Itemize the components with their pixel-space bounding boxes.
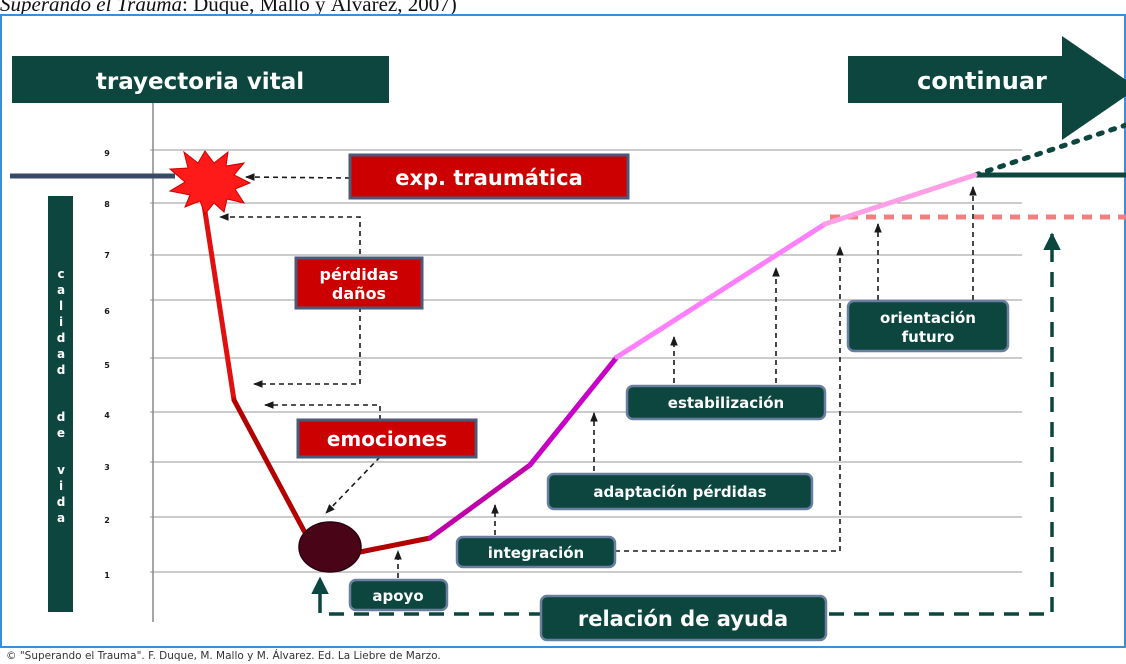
- curve-adaptation: [527, 354, 620, 468]
- trauma-box: [348, 153, 630, 200]
- arrow-losses-up: [219, 213, 361, 272]
- curve-trauma-drop: [199, 189, 237, 403]
- y-tick-4: 4: [104, 411, 110, 420]
- future-box: [846, 299, 1010, 353]
- curve-integration: [427, 462, 533, 541]
- y-axis-letter: i: [59, 315, 63, 329]
- emotions-label: emociones: [327, 427, 447, 451]
- adaptation-label: adaptación pérdidas: [593, 483, 766, 501]
- caption-title: Superando el Trauma: [0, 0, 183, 14]
- y-axis-letter: c: [57, 267, 64, 281]
- y-axis-letter: a: [57, 347, 65, 361]
- y-axis-letter: i: [59, 479, 63, 493]
- curve-support: [357, 535, 433, 555]
- life-curve: [199, 172, 978, 555]
- y-axis-letter: d: [57, 495, 66, 509]
- y-axis-letter: d: [57, 331, 66, 345]
- caption-authors: : Duque, Mallo y Álvarez, 2007): [182, 0, 457, 14]
- arrow-emotions-up: [264, 401, 381, 420]
- y-axis-letter: d: [57, 363, 66, 377]
- y-tick-3: 3: [104, 463, 110, 472]
- y-axis-label: c a l i d a d d e v i d a: [57, 267, 66, 525]
- diagram-frame: [0, 14, 1126, 648]
- curve-future: [822, 172, 978, 227]
- future-label-2: futuro: [902, 328, 955, 346]
- arrow-losses-down: [253, 307, 361, 388]
- curve-emotion-drop: [231, 397, 313, 545]
- header-left-box: [12, 56, 389, 103]
- help-box: [539, 594, 828, 642]
- y-axis-letter: l: [59, 299, 63, 313]
- y-tick-labels: 1 2 3 4 5 6 7 8 9: [104, 149, 110, 580]
- stabilization-box: [625, 384, 827, 421]
- integration-label: integración: [488, 544, 584, 562]
- arrow-trauma: [245, 173, 351, 181]
- arrow-emotions-down: [325, 456, 381, 514]
- y-axis-letter: d: [57, 410, 66, 424]
- y-axis-letter: a: [57, 283, 65, 297]
- y-tick-8: 8: [104, 200, 110, 209]
- y-axis-label-box: [48, 196, 73, 612]
- y-tick-1: 1: [104, 571, 110, 580]
- credit-line: © "Superando el Trauma". F. Duque, M. Ma…: [6, 650, 441, 662]
- future-dotted-line: [972, 122, 1126, 178]
- adaptation-box: [546, 472, 814, 511]
- trauma-starburst-icon: [168, 150, 252, 215]
- losses-label-1: pérdidas: [320, 265, 399, 284]
- losses-box: [294, 256, 424, 310]
- y-tick-6: 6: [104, 307, 110, 316]
- y-tick-5: 5: [104, 361, 110, 370]
- integration-box: [455, 535, 617, 569]
- y-axis-letter: a: [57, 511, 65, 525]
- header-left-label: trayectoria vital: [96, 69, 304, 95]
- caption-top: Superando el Trauma: Duque, Mallo y Álva…: [0, 0, 1126, 14]
- losses-label-2: daños: [332, 284, 386, 303]
- support-box: [348, 578, 449, 612]
- y-tick-7: 7: [104, 251, 110, 260]
- pointer-arrows: [219, 173, 977, 578]
- continue-arrow: [848, 36, 1126, 140]
- y-tick-9: 9: [104, 149, 110, 158]
- gridlines: [150, 149, 1022, 573]
- emotions-box: [296, 418, 478, 459]
- y-axis-letter: v: [57, 463, 65, 477]
- help-label: relación de ayuda: [578, 607, 788, 631]
- trauma-label: exp. traumática: [395, 166, 583, 190]
- crisis-point-circle: [298, 521, 362, 573]
- curve-stabilization: [614, 221, 828, 360]
- support-label: apoyo: [372, 587, 423, 605]
- y-tick-2: 2: [104, 516, 110, 525]
- arrow-integration-long: [615, 246, 844, 552]
- future-label-1: orientación: [880, 309, 976, 327]
- continue-label: continuar: [917, 67, 1047, 95]
- y-axis-letter: e: [57, 426, 65, 440]
- stabilization-label: estabilización: [668, 394, 784, 412]
